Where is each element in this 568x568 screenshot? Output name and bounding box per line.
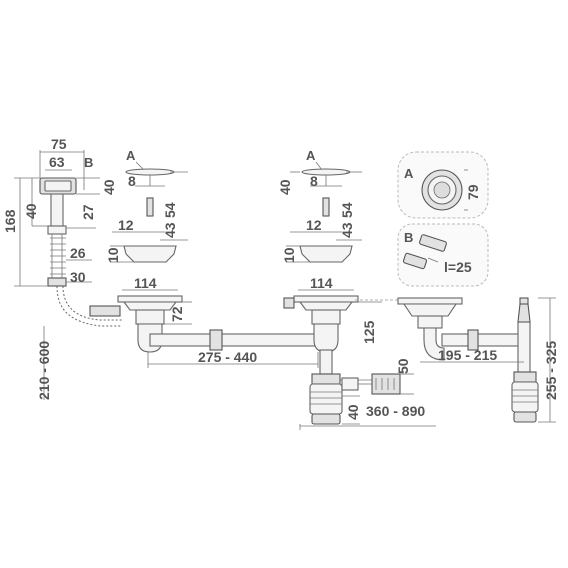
dim-overflow-length: 210 - 600 — [36, 341, 52, 400]
alt-drain-nut — [417, 315, 443, 329]
overflow-label-b: B — [84, 155, 93, 170]
left-dim-10: 10 — [105, 247, 121, 263]
overflow-pipe — [50, 193, 64, 227]
trap-outlet — [341, 377, 359, 391]
right-dim-114: 114 — [310, 275, 333, 291]
right-strainer-stack: A 40 8 12 54 43 10 114 125 — [277, 148, 382, 381]
alt-configuration: 195 - 215 255 - 325 — [397, 297, 559, 423]
alt-trap-cap — [513, 411, 537, 423]
pipe-coupling — [209, 329, 223, 351]
alt-span-label: 195 - 215 — [438, 347, 497, 363]
left-dim-54: 54 — [162, 202, 178, 218]
trap-span-label: 360 - 890 — [366, 403, 425, 419]
bottle-trap: 50 40 360 - 890 — [299, 299, 436, 430]
right-dim-54: 54 — [339, 202, 355, 218]
left-drain-flange — [117, 295, 183, 303]
overflow-cover-inner — [44, 180, 72, 192]
overflow-hose-ribs — [50, 237, 66, 275]
dim-overflow-30: 30 — [70, 269, 86, 285]
dim-overflow-75: 75 — [51, 136, 67, 152]
alt-trap-nut — [513, 371, 537, 383]
detail-b-cover-side — [402, 252, 428, 270]
left-stopper-screw — [146, 197, 154, 217]
alt-drain-flange — [397, 297, 463, 305]
alt-height-label: 255 - 325 — [543, 341, 559, 400]
right-strainer-basket — [299, 245, 353, 263]
right-dim-12: 12 — [306, 217, 322, 233]
dim-overflow-27: 27 — [80, 204, 96, 220]
left-strainer-basket — [123, 245, 177, 263]
detail-a-callout: A 79 — [397, 151, 489, 219]
alt-vertical-pipe — [517, 321, 531, 381]
trap-top-nut — [311, 373, 341, 385]
alt-vent-cap — [519, 297, 529, 305]
trap-dim-40: 40 — [345, 404, 361, 420]
alt-coupling — [467, 329, 479, 351]
alt-elbow — [423, 327, 445, 361]
detail-b-cover-top — [419, 234, 447, 252]
right-dim-125: 125 — [361, 320, 377, 344]
left-dim-8: 8 — [128, 173, 136, 189]
detail-b-dim: l=25 — [444, 259, 472, 275]
alt-trap-body — [511, 381, 539, 413]
pipe-span-label: 275 - 440 — [198, 349, 257, 365]
right-strainer-label-a: A — [306, 148, 316, 163]
detail-a-stopper-center — [433, 181, 451, 199]
trap-cap — [311, 413, 341, 425]
right-dim-43: 43 — [339, 222, 355, 238]
alt-drain-cone — [402, 303, 458, 317]
right-drain-flange — [293, 295, 359, 303]
right-overflow-stub — [283, 297, 295, 309]
right-dim-8: 8 — [310, 173, 318, 189]
dim-overflow-63: 63 — [49, 154, 65, 170]
trap-dim-50: 50 — [395, 358, 411, 374]
right-stopper-screw — [322, 197, 330, 217]
left-dim-43: 43 — [162, 222, 178, 238]
left-dim-114: 114 — [134, 275, 157, 291]
dim-overflow-168: 168 — [2, 209, 18, 233]
overflow-nut — [47, 225, 67, 235]
dim-overflow-40b: 40 — [23, 203, 39, 219]
detail-b-callout: B l=25 — [397, 223, 489, 287]
left-drain-nut — [135, 309, 165, 325]
right-dim-10: 10 — [281, 247, 297, 263]
horizontal-pipe — [149, 333, 317, 347]
detail-a-label: A — [404, 166, 414, 181]
right-drain-nut — [311, 309, 341, 325]
left-overflow-connector — [89, 305, 121, 317]
left-strainer-label-a: A — [126, 148, 136, 163]
trap-body — [309, 383, 343, 415]
left-dim-72: 72 — [169, 306, 185, 322]
right-drain-cone — [298, 301, 354, 311]
overflow-assembly: 75 63 B 40 27 168 40 26 30 210 - 600 — [2, 136, 122, 400]
alt-horizontal-pipe — [441, 333, 527, 347]
detail-b-label: B — [404, 230, 413, 245]
overflow-hose-end — [47, 277, 67, 287]
overflow-hose-dotted — [56, 285, 122, 327]
detail-a-dim-79: 79 — [465, 184, 481, 200]
dim-overflow-40a: 40 — [101, 179, 117, 195]
connecting-pipe: 275 - 440 — [147, 329, 319, 368]
alt-vent — [517, 303, 531, 323]
right-elbow — [313, 323, 339, 353]
trap-inlet-pipe — [319, 349, 333, 375]
left-strainer-stack: A 8 12 54 43 10 114 72 — [89, 148, 192, 353]
left-drain-cone — [122, 301, 178, 311]
right-dim-40: 40 — [277, 179, 293, 195]
dim-overflow-26: 26 — [70, 245, 86, 261]
left-dim-12: 12 — [118, 217, 134, 233]
overflow-hose-dotted-2 — [62, 285, 122, 321]
